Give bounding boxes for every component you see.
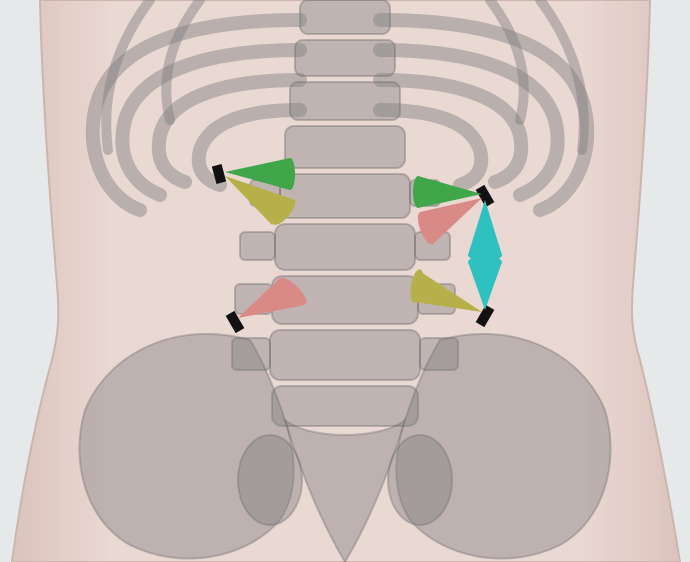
anatomy-scene	[0, 0, 690, 562]
